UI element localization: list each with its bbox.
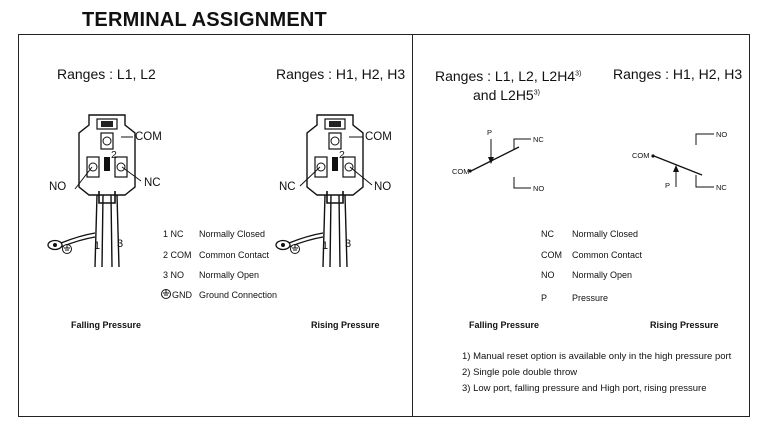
schematic-label-p: P	[665, 181, 671, 190]
legend-desc: Common Contact	[572, 250, 643, 260]
legend-code: 2 COM	[163, 250, 192, 260]
label-com-rising: COM	[365, 131, 392, 143]
schematic-label-com: COM	[452, 167, 470, 176]
legend-desc: Normally Open	[199, 270, 260, 280]
footnote: 2) Single pole double throw	[462, 367, 578, 378]
label-terminal-3-falling: 3	[117, 238, 124, 250]
schematic-label-com: COM	[632, 151, 650, 160]
label-nc-falling: NC	[144, 177, 161, 189]
schematic-label-no: NO	[533, 184, 545, 193]
schematic-label-p: P	[487, 128, 493, 137]
legend-code: NO	[541, 270, 555, 280]
caption-falling-pressure: Falling Pressure	[469, 320, 540, 330]
range-label-l1-l2: Ranges : L1, L2	[57, 66, 156, 82]
label-nc-rising: NC	[279, 181, 296, 193]
legend-code: P	[541, 293, 548, 303]
legend-code: GND	[172, 290, 192, 300]
legend-code: 1 NC	[163, 229, 184, 239]
label-terminal-3-rising: 3	[345, 238, 352, 250]
schematic-label-nc: NC	[533, 135, 544, 144]
caption-falling-pressure: Falling Pressure	[71, 320, 142, 330]
legend-desc: Pressure	[572, 293, 609, 303]
caption-rising-pressure: Rising Pressure	[311, 320, 380, 330]
label-no-falling: NO	[49, 181, 67, 193]
legend-desc: Ground Connection	[199, 290, 278, 300]
legend-desc: Normally Open	[572, 270, 633, 280]
page-title: TERMINAL ASSIGNMENT	[82, 9, 327, 31]
diagram-frame	[18, 34, 750, 417]
legend-desc: Common Contact	[199, 250, 270, 260]
label-terminal-1-rising: 1	[322, 240, 329, 252]
schematic-label-nc: NC	[716, 183, 727, 192]
legend-desc: Normally Closed	[199, 229, 266, 239]
footnote: 1) Manual reset option is available only…	[462, 351, 732, 362]
label-terminal-1-falling: 1	[94, 240, 101, 252]
legend-desc: Normally Closed	[572, 229, 639, 239]
caption-rising-pressure: Rising Pressure	[650, 320, 719, 330]
range-label-l2h5: and L2H53)	[473, 87, 540, 103]
legend-code: COM	[541, 250, 562, 260]
label-no-rising: NO	[374, 181, 392, 193]
label-terminal-2-falling: 2	[111, 149, 117, 161]
switch-schematic-falling	[468, 138, 531, 189]
label-terminal-2-rising: 2	[339, 149, 345, 161]
range-label-h-ranges: Ranges : H1, H2, H3	[613, 66, 743, 82]
legend-code: NC	[541, 229, 554, 239]
panel-divider	[412, 34, 413, 417]
footnote: 3) Low port, falling pressure and High p…	[462, 383, 707, 394]
legend-code: 3 NO	[163, 270, 185, 280]
range-label-h1-h3: Ranges : H1, H2, H3	[276, 66, 406, 82]
label-com-falling: COM	[135, 131, 162, 143]
switch-schematic-rising	[651, 133, 714, 188]
schematic-label-no: NO	[716, 130, 728, 139]
range-label-l-ranges: Ranges : L1, L2, L2H43)	[435, 68, 582, 84]
